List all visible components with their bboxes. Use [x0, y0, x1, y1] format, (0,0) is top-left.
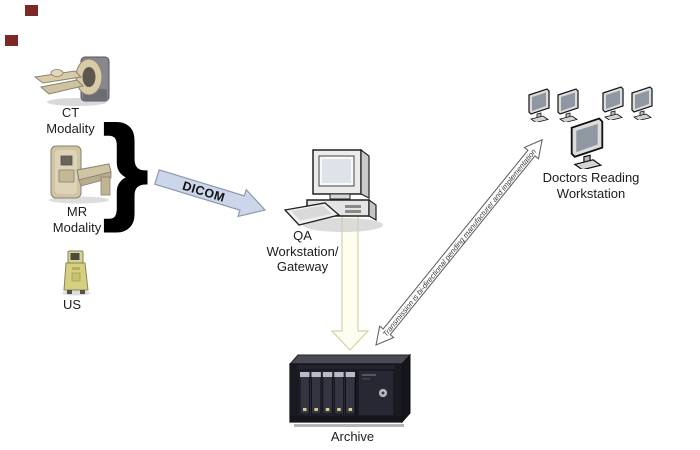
doctors-workstation-label: Doctors Reading Workstation	[527, 170, 655, 201]
monitor-icon-4	[631, 86, 653, 120]
drive-bays	[299, 371, 356, 415]
us-label-line1: US	[62, 297, 82, 312]
mr-label-line1: MR	[66, 204, 88, 219]
monitor-icon-3	[602, 86, 624, 120]
red-marker-2	[5, 35, 18, 46]
doctors-label-line1: Doctors Reading	[542, 170, 640, 185]
monitor-icon-large	[570, 117, 604, 169]
qa-label-line1: QA	[293, 228, 312, 243]
monitor-icon-1	[528, 88, 550, 122]
qa-label-line2: Workstation/	[266, 243, 339, 259]
us-label: US	[42, 297, 102, 313]
dicom-arrow-icon: DICOM	[154, 169, 267, 218]
transmission-note: Transmission is bi-directional pending m…	[381, 147, 538, 338]
us-machine-icon	[62, 250, 90, 296]
archive-label-line1: Archive	[330, 429, 375, 444]
qa-computer-icon	[283, 148, 383, 232]
curly-brace: }	[102, 120, 150, 234]
archive-server-icon	[288, 353, 412, 427]
curly-brace-glyph: }	[103, 120, 148, 232]
red-marker-1	[25, 5, 38, 16]
qa-label-line3: Gateway	[276, 259, 329, 274]
dicom-label: DICOM	[181, 179, 227, 205]
mr-label-line2: Modality	[52, 219, 102, 235]
mr-scanner-icon	[49, 145, 112, 204]
archive-label: Archive	[310, 429, 395, 445]
mr-modality-label: MR Modality	[33, 204, 121, 235]
bidirectional-arrow-icon: Transmission is bi-directional pending m…	[375, 138, 543, 346]
qa-workstation-label: QA Workstation/ Gateway	[255, 228, 350, 275]
down-arrow-icon	[330, 214, 370, 351]
ct-modality-label: CT Modality	[28, 105, 113, 136]
doctors-label-line2: Workstation	[556, 185, 626, 201]
ct-scanner-icon	[33, 56, 110, 106]
ct-label-line2: Modality	[46, 120, 95, 136]
ct-label-line1: CT	[61, 105, 80, 120]
